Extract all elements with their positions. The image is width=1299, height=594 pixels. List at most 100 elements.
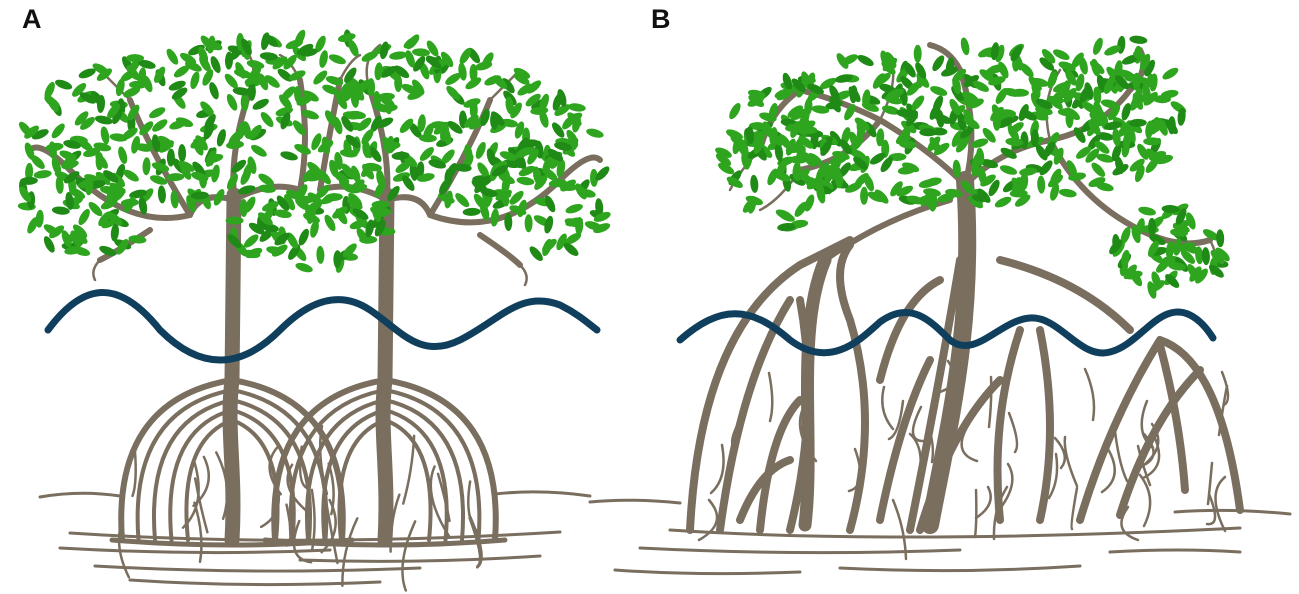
leaf xyxy=(260,111,274,128)
leaf xyxy=(542,238,557,252)
leaf xyxy=(741,151,750,170)
prop-root xyxy=(337,418,387,542)
leaf xyxy=(306,200,323,212)
leaf xyxy=(264,75,280,88)
leaf xyxy=(342,243,357,258)
leaf xyxy=(77,138,93,152)
trunk xyxy=(921,171,977,534)
leaf xyxy=(384,96,393,115)
leaf xyxy=(505,96,514,115)
leaf xyxy=(802,152,816,167)
leaf xyxy=(338,33,356,43)
prop-root xyxy=(229,377,346,543)
leaf xyxy=(905,110,919,127)
leaf xyxy=(149,107,166,119)
leaf xyxy=(1093,86,1102,105)
leaf xyxy=(1167,116,1176,135)
leaf xyxy=(517,83,534,96)
leaf xyxy=(464,144,473,163)
prop-root xyxy=(230,388,329,542)
ground-line xyxy=(613,568,802,576)
leaf xyxy=(1104,121,1122,131)
leaf xyxy=(1187,264,1200,280)
leaf xyxy=(544,195,556,213)
leaf xyxy=(345,134,361,149)
leaf xyxy=(960,37,970,56)
leaf xyxy=(874,189,889,204)
leaf xyxy=(51,123,65,139)
leaf xyxy=(78,208,90,226)
leaf xyxy=(118,146,128,164)
leaf xyxy=(491,111,505,126)
leaf xyxy=(297,43,314,56)
branch xyxy=(557,154,603,183)
leaf xyxy=(247,82,256,101)
leaf xyxy=(43,236,55,253)
prop-root xyxy=(271,377,388,543)
leaf xyxy=(72,83,87,97)
leaf xyxy=(1129,35,1148,44)
leaf xyxy=(283,194,296,211)
root-lattice xyxy=(1206,461,1214,506)
leaf xyxy=(1100,99,1119,109)
leaf xyxy=(1039,57,1055,71)
leaf xyxy=(1037,175,1046,194)
panel-b-trunks xyxy=(798,171,977,534)
leaf xyxy=(1123,264,1137,280)
leaf xyxy=(790,108,807,121)
leaf xyxy=(1058,188,1077,198)
leaf xyxy=(310,220,319,238)
leaf xyxy=(1134,165,1145,183)
root-lattice xyxy=(292,519,313,564)
leaf xyxy=(970,158,980,177)
leaf xyxy=(960,180,975,195)
ground-line xyxy=(1173,508,1292,516)
leaf xyxy=(128,235,147,244)
leaf xyxy=(1094,140,1110,154)
prop-root xyxy=(836,241,869,534)
leaf xyxy=(231,159,247,173)
leaf xyxy=(405,50,415,68)
leaf xyxy=(237,185,256,195)
leaf xyxy=(556,159,566,178)
leaf xyxy=(504,213,513,231)
leaf xyxy=(126,54,145,63)
leaf xyxy=(997,117,1014,129)
leaf xyxy=(413,56,426,72)
leaf xyxy=(180,163,192,180)
leaf xyxy=(95,153,108,169)
leaf xyxy=(191,171,209,182)
root-lattice xyxy=(341,517,359,588)
leaf xyxy=(480,203,490,221)
leaf xyxy=(486,148,496,166)
leaf xyxy=(992,112,1001,131)
leaf xyxy=(240,93,249,112)
prop-root xyxy=(383,418,433,542)
leaf xyxy=(1010,45,1023,62)
leaf xyxy=(543,167,558,182)
leaf xyxy=(239,199,248,217)
leaf xyxy=(376,169,385,188)
leaf xyxy=(753,137,764,154)
root-lattice xyxy=(1053,436,1067,470)
leaf xyxy=(1120,226,1131,245)
leaf xyxy=(107,103,121,119)
root-lattice xyxy=(1138,422,1160,470)
leaf xyxy=(123,87,141,98)
leaf xyxy=(311,133,322,151)
leaf xyxy=(1119,69,1136,81)
prop-root xyxy=(1036,326,1054,524)
leaf xyxy=(216,129,226,147)
panel-a-canopy-leaves xyxy=(17,29,611,273)
root-lattice xyxy=(268,446,283,496)
root-lattice xyxy=(847,447,862,493)
leaf xyxy=(1162,67,1179,80)
leaf xyxy=(193,138,204,156)
leaf xyxy=(258,173,274,186)
leaf xyxy=(324,214,336,232)
leaf xyxy=(248,124,262,140)
prop-root xyxy=(288,388,387,542)
leaf xyxy=(70,230,82,247)
leaf xyxy=(911,95,925,111)
leaf xyxy=(357,117,372,132)
